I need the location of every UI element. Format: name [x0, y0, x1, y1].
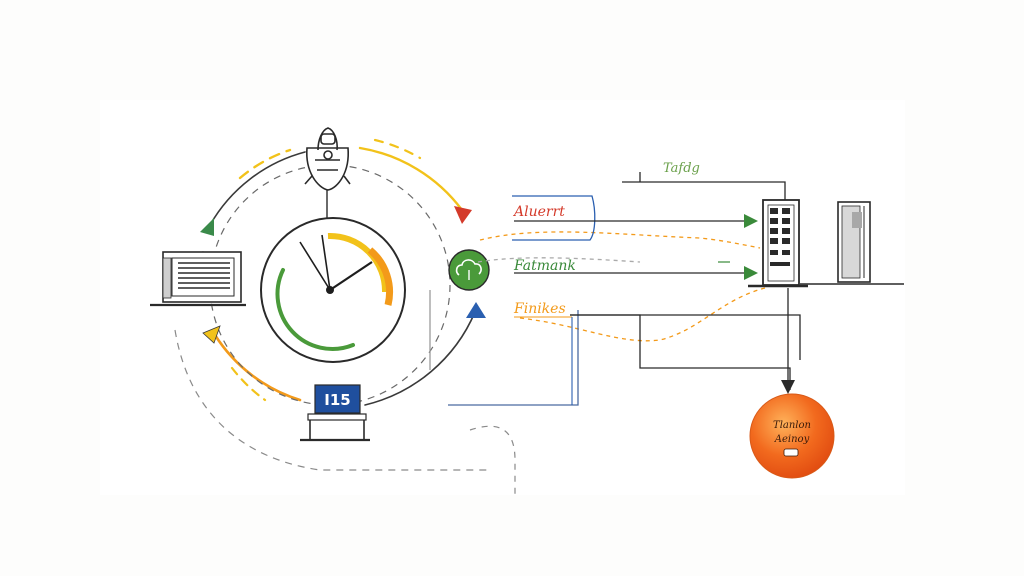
server-rack-icon[interactable] — [748, 199, 808, 288]
orange-sphere-icon[interactable]: Tlanlon Aeinoy — [749, 393, 835, 479]
lower-dashed-path — [174, 329, 490, 471]
ring-arc-top-right — [358, 146, 464, 212]
gauge-arc-green — [275, 268, 355, 351]
ring-arc-bottom-dash — [230, 366, 267, 402]
arrow-blue — [466, 302, 486, 318]
alert-bracket — [512, 195, 596, 241]
ring-arc-bottom-right — [364, 311, 476, 406]
label-finance: Finikes — [513, 301, 566, 317]
label-network: Fatmank — [513, 258, 576, 274]
arrow-yellow — [202, 325, 221, 344]
server-tower-icon[interactable] — [800, 201, 904, 285]
badge-label: I15 — [324, 391, 350, 409]
lower-dashed-tail — [469, 425, 516, 495]
cloud-icon[interactable] — [448, 249, 490, 291]
gauge-needle-3 — [329, 261, 373, 291]
ring-arc-top-right-dash — [373, 138, 422, 160]
arrow-to-ball — [781, 380, 795, 394]
air-conditioner-icon — [150, 251, 246, 307]
ball-text-2: Aeinoy — [774, 434, 810, 445]
gauge-hub — [326, 286, 334, 294]
gauge — [260, 190, 406, 363]
display-stand-icon[interactable]: I15 — [300, 384, 370, 442]
arrow-network-head — [744, 266, 758, 280]
ball-chip — [783, 448, 799, 457]
arrow-red — [454, 206, 472, 224]
gauge-needle-2 — [321, 234, 331, 291]
arrow-green — [200, 218, 214, 236]
connectors — [429, 172, 801, 406]
ring-arc-bottom-left — [213, 333, 302, 402]
gauge-needle-1 — [299, 241, 331, 291]
arrow-alert-head — [744, 214, 758, 228]
ring-arc-yellow-dash — [238, 148, 292, 180]
ring-arc-top-left — [209, 151, 306, 226]
lightbulb-tripod-icon — [304, 127, 351, 191]
gauge-arc-orange — [367, 247, 394, 306]
label-alert: Aluerrt — [512, 204, 565, 220]
ball-text-1: Tlanlon — [773, 420, 811, 431]
label-top: Tafdg — [663, 161, 700, 176]
line-top — [622, 181, 786, 200]
